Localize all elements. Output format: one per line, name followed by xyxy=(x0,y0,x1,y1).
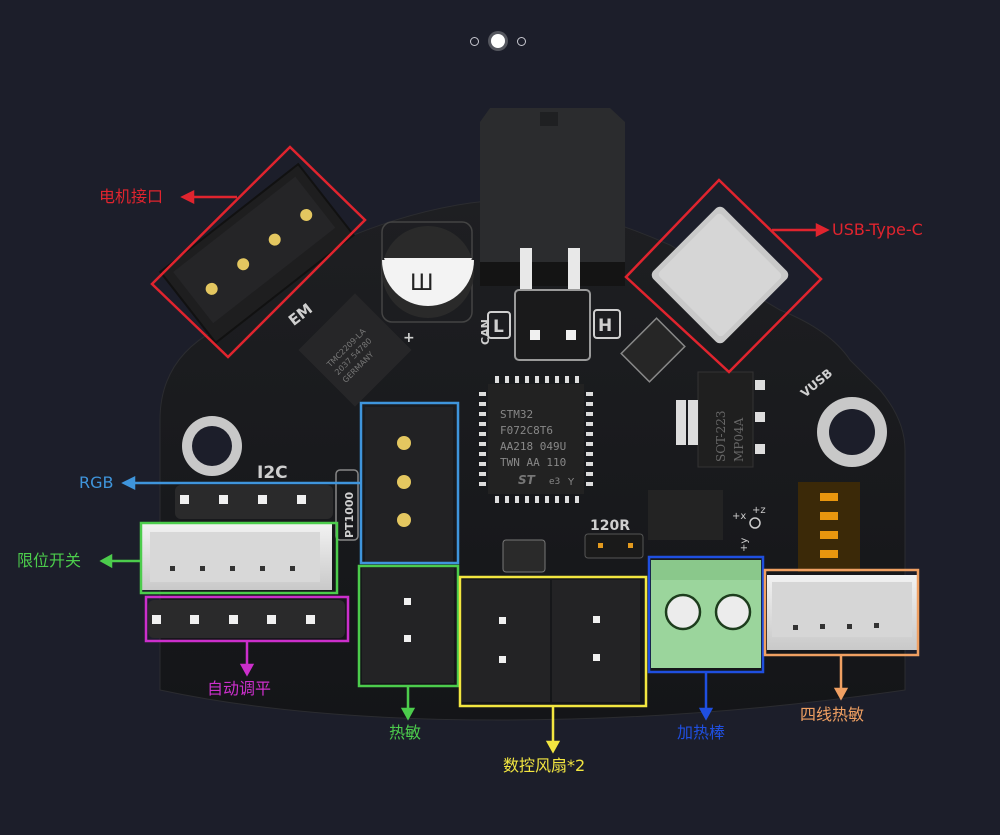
four-wire-connector xyxy=(767,575,917,650)
annotation-box-four-wire xyxy=(763,568,920,701)
svg-text:e3: e3 xyxy=(549,477,560,487)
i2c-header xyxy=(175,485,333,519)
mcu-chip: STM32 F072C8T6 AA218 049U TWN AA 110 ST … xyxy=(479,376,593,503)
svg-text:SOT-223: SOT-223 xyxy=(714,411,728,462)
mosfet-chip xyxy=(620,317,686,383)
annotation-box-motor xyxy=(150,145,367,359)
annotation-box-heater xyxy=(647,555,765,721)
svg-text:MP04A: MP04A xyxy=(732,417,746,462)
svg-text:+: + xyxy=(403,330,415,346)
svg-text:F072C8T6: F072C8T6 xyxy=(500,424,553,437)
annotation-box-thermistor xyxy=(357,564,460,721)
svg-text:120R: 120R xyxy=(590,518,630,534)
svg-text:TWN AA 110: TWN AA 110 xyxy=(500,456,566,469)
can-connector: L H CAN xyxy=(479,108,625,361)
dip-switch xyxy=(798,482,860,572)
label-endstop: 限位开关 xyxy=(17,551,82,570)
endstop-connector xyxy=(142,524,332,590)
annotation-box-fans xyxy=(458,575,648,754)
thermistor-connector xyxy=(362,568,454,683)
label-four-wire-thermistor: 四线热敏 xyxy=(800,705,865,724)
svg-text:+x: +x xyxy=(732,511,746,522)
svg-text:PT1000: PT1000 xyxy=(343,491,356,538)
annotation-box-usb xyxy=(624,178,830,374)
svg-text:Ш: Ш xyxy=(410,271,434,296)
svg-text:H: H xyxy=(598,316,612,336)
heater-terminal xyxy=(651,560,761,668)
label-rgb: RGB xyxy=(79,473,114,492)
label-usb-type-c: USB-Type-C xyxy=(832,220,923,239)
carousel-pager xyxy=(470,34,526,48)
regulator-chip: SOT-223 MP04A xyxy=(676,371,765,468)
driver-chip: TMC2209-LA 2037 54780 GERMANY xyxy=(298,293,412,407)
svg-text:CAN: CAN xyxy=(479,319,492,345)
svg-text:STM32: STM32 xyxy=(500,408,533,421)
mounting-hole-right xyxy=(817,397,887,467)
carousel-dot-1[interactable] xyxy=(470,36,479,46)
svg-text:ST: ST xyxy=(518,473,536,487)
label-motor-interface: 电机接口 xyxy=(99,187,164,206)
annotation-box-endstop xyxy=(99,521,339,595)
label-thermistor: 热敏 xyxy=(389,723,422,742)
usb-c-connector xyxy=(651,206,789,344)
label-fans: 数控风扇*2 xyxy=(503,756,586,775)
rgb-connector xyxy=(365,407,453,562)
autolevel-header xyxy=(148,600,345,638)
fan-connectors xyxy=(462,580,640,702)
termination-jumper: 120R xyxy=(584,518,644,559)
svg-text:L: L xyxy=(493,317,504,337)
mounting-hole-left xyxy=(182,416,242,476)
carousel-dot-3[interactable] xyxy=(517,36,526,46)
crystal-component xyxy=(502,539,546,573)
svg-text:+z: +z xyxy=(752,505,766,516)
motor-connector xyxy=(158,162,356,345)
annotation-box-autolevel xyxy=(144,595,350,677)
svg-text:I2C: I2C xyxy=(257,463,288,483)
annotation-box-rgb xyxy=(121,401,460,565)
accelerometer-chip xyxy=(648,490,723,540)
svg-text:+y: +y xyxy=(739,538,750,552)
svg-text:AA218 049U: AA218 049U xyxy=(500,440,566,453)
axis-indicator: +x +z +y xyxy=(732,505,766,552)
label-heater: 加热棒 xyxy=(677,723,726,742)
svg-text:Y: Y xyxy=(567,477,575,488)
carousel-dot-2-active[interactable] xyxy=(491,34,505,48)
label-auto-level: 自动调平 xyxy=(207,679,272,698)
coin-battery: Ш + xyxy=(381,221,474,346)
